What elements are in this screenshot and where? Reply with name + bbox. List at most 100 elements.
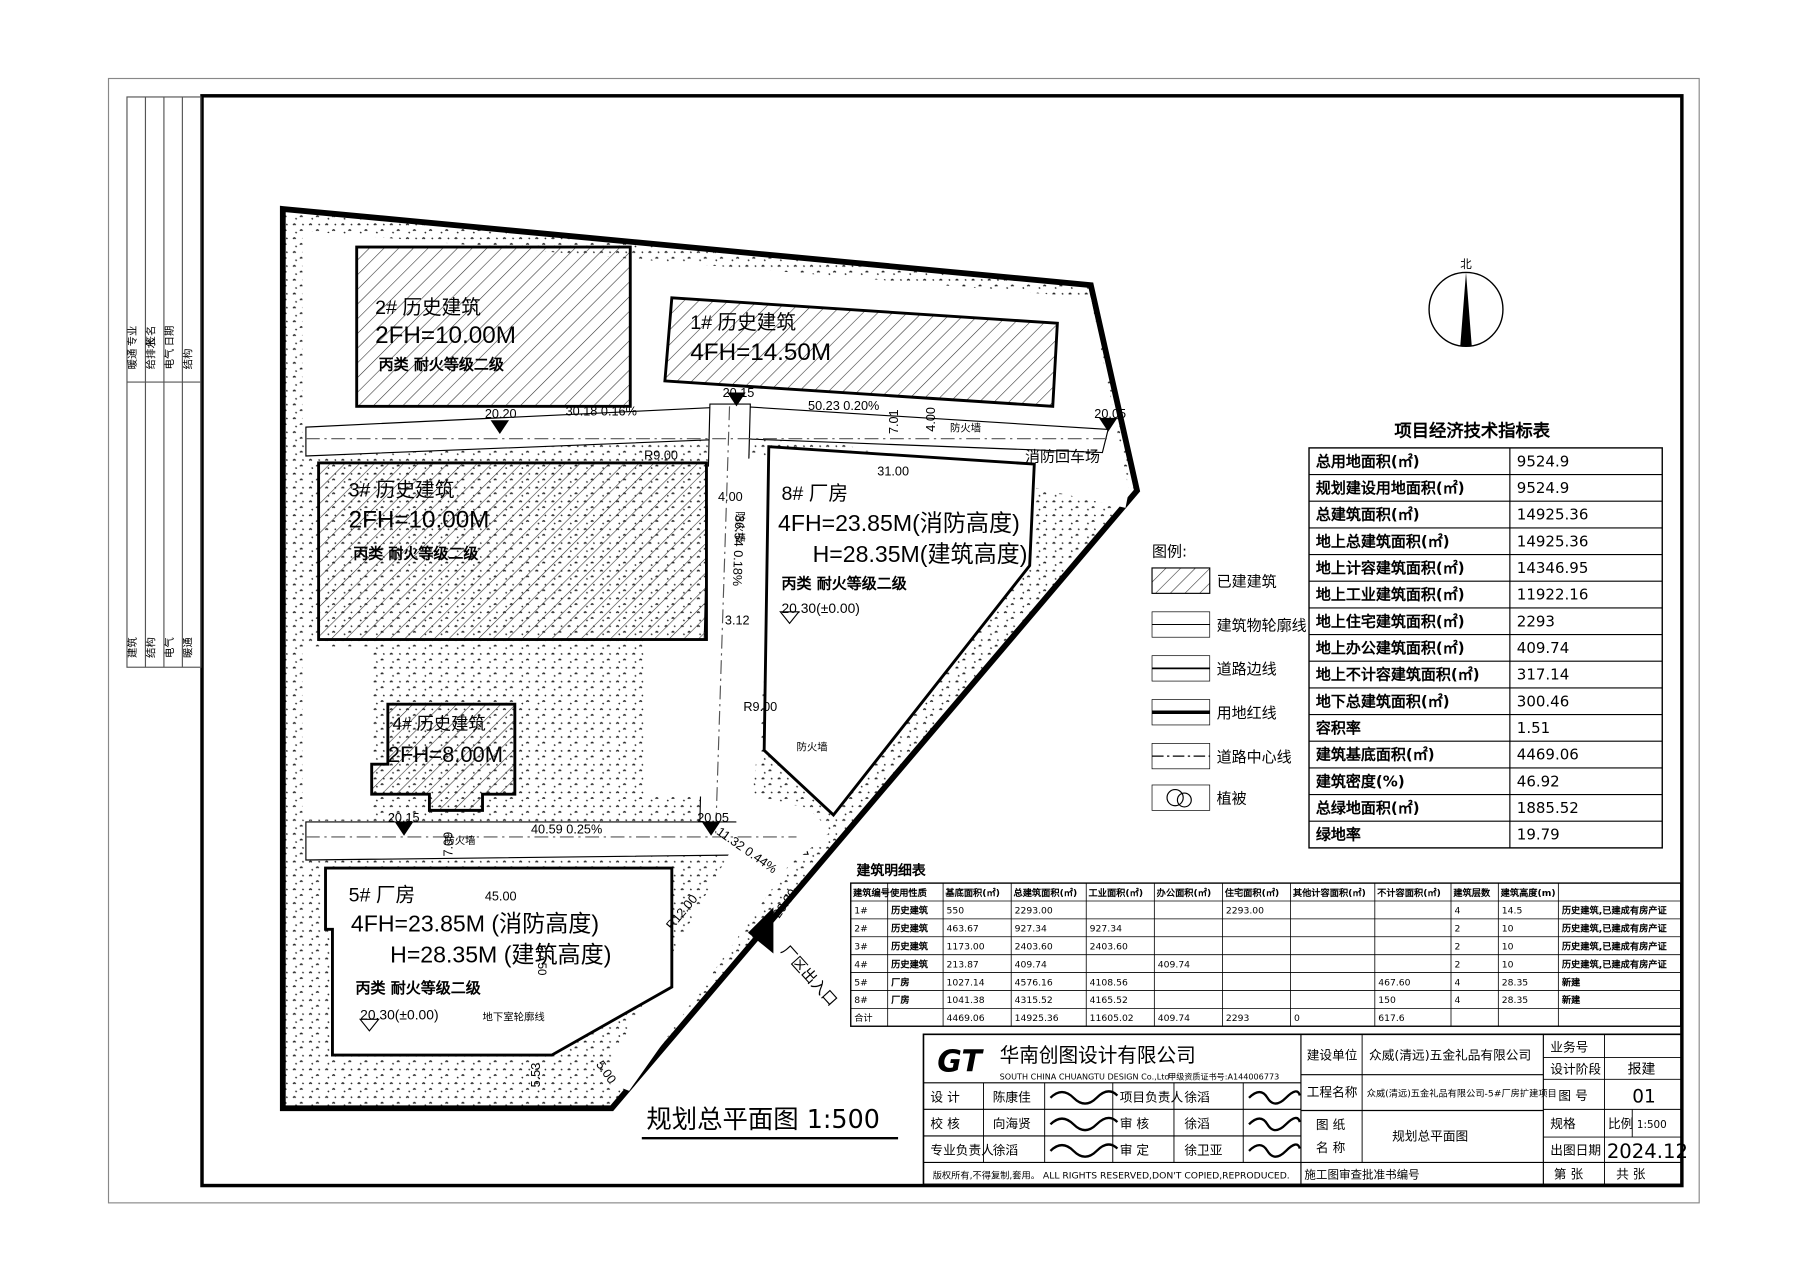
company-name-cn: 华南创图设计有限公司 — [1000, 1044, 1196, 1067]
strip-discipline-label: 电气 — [163, 637, 176, 658]
legend-item-label: 植被 — [1217, 789, 1247, 807]
details-cell: 新建 — [1562, 994, 1581, 1006]
building-5-elevation: 20.30(±0.00) — [360, 1006, 438, 1022]
drawing-number: 01 — [1632, 1086, 1655, 1107]
strip-discipline-label: 结构 — [145, 637, 158, 658]
indicator-label: 地下总建筑面积(㎡) — [1316, 692, 1450, 710]
strip-labels-top: 暖通给排水电气结构 — [126, 338, 194, 370]
strip-discipline-label: 电气 — [163, 349, 176, 370]
building-8-height: H=28.35M(建筑高度) — [813, 541, 1028, 567]
indicator-value: 46.92 — [1517, 772, 1560, 790]
strip-label-a: 专业 — [126, 326, 139, 347]
indicator-label: 总建筑面积(㎡) — [1316, 506, 1420, 524]
signature-icon — [1248, 1090, 1301, 1105]
company-logo-icon: GT — [937, 1044, 984, 1079]
signature-icon — [1248, 1116, 1301, 1132]
site-entrance-label: 厂区出入口 — [777, 942, 841, 1010]
details-cell: 409.74 — [1015, 959, 1047, 970]
issue-date: 2024.12 — [1607, 1140, 1688, 1163]
indicator-value: 11922.16 — [1517, 586, 1589, 604]
indicator-value: 1885.52 — [1517, 799, 1579, 817]
indicator-value: 317.14 — [1517, 666, 1569, 684]
building-3: 3# 历史建筑 2FH=10.00M 丙类 耐火等级二级 — [317, 461, 708, 641]
details-cell: 历史建筑,已建成有房产证 — [1562, 958, 1668, 970]
dim-label: 45.00 — [485, 889, 517, 903]
indicator-label: 容积率 — [1315, 719, 1361, 737]
details-cell: 409.74 — [1158, 1013, 1190, 1024]
signature-icon — [1049, 1090, 1119, 1105]
project-name: 众威(清远)五金礼品有限公司-5#厂房扩建项目 — [1367, 1088, 1557, 1100]
details-cell: 厂房 — [891, 994, 909, 1006]
details-header-cell: 住宅面积(㎡) — [1225, 887, 1280, 899]
details-cell: 4165.52 — [1090, 995, 1128, 1006]
details-cell: 4 — [1454, 977, 1460, 988]
indicator-label: 规划建设用地面积(㎡) — [1316, 479, 1465, 497]
indicator-row: 规划建设用地面积(㎡)9524.9 — [1316, 479, 1569, 497]
signature-icon — [1248, 1143, 1301, 1158]
indicator-row: 地上不计容建筑面积(㎡) 317.14 — [1316, 666, 1569, 684]
spec-label: 规格 — [1550, 1116, 1576, 1131]
indicator-row: 地上办公建筑面积(㎡)409.74 — [1316, 639, 1569, 657]
details-cell: 1# — [854, 906, 868, 917]
details-cell: 合计 — [854, 1012, 872, 1024]
indicator-row: 总用地面积(㎡)9524.9 — [1316, 452, 1569, 470]
details-cell: 150 — [1378, 995, 1396, 1006]
signoff-name: 徐滔 — [1184, 1116, 1209, 1131]
details-table: 建筑明细表 建筑编号使用性质基底面积(㎡)总建筑面积(㎡)工业面积(㎡)办公面积… — [850, 862, 1682, 1027]
radius-label: R9.00 — [644, 448, 678, 462]
details-cell: 409.74 — [1158, 959, 1190, 970]
indicator-row: 地上住宅建筑面积(㎡)2293 — [1316, 612, 1555, 630]
details-cell: 厂房 — [891, 976, 909, 988]
indicator-value: 409.74 — [1517, 639, 1569, 657]
building-5-height: H=28.35M (建筑高度) — [390, 942, 611, 968]
building-4-height: 2FH=8.00M — [388, 742, 503, 767]
drawing-name: 规划总平面图 — [1392, 1129, 1468, 1144]
building-2-height: 2FH=10.00M — [375, 322, 516, 349]
building-8-class: 丙类 耐火等级二级 — [781, 575, 907, 593]
north-arrow-icon: 北 — [1428, 257, 1504, 348]
drawing-name-label: 图 纸 — [1316, 1117, 1346, 1132]
signoff-row: 设 计陈康佳项目负责人徐滔 — [930, 1089, 1301, 1105]
signoff-row: 校 核向海贤审 核徐滔 — [930, 1116, 1301, 1132]
details-header-cell: 建筑高度(m) — [1500, 887, 1556, 899]
details-cell: 11605.02 — [1090, 1013, 1134, 1024]
building-8: 8# 厂房 4FH=23.85M(消防高度) H=28.35M(建筑高度) 丙类… — [762, 445, 1036, 818]
indicator-row: 总绿地面积(㎡)1885.52 — [1316, 799, 1579, 817]
details-cell: 4 — [1454, 906, 1460, 917]
details-header-cell: 不计容面积(㎡) — [1377, 887, 1441, 899]
legend-item-label: 道路中心线 — [1217, 748, 1292, 766]
sheet-number-label: 第 张 — [1554, 1167, 1584, 1182]
indicator-label: 地上不计容建筑面积(㎡) — [1316, 666, 1480, 684]
details-cell: 4469.06 — [947, 1013, 985, 1024]
building-5: 5# 厂房 4FH=23.85M (消防高度) H=28.35M (建筑高度) … — [324, 866, 674, 1057]
indicators-title: 项目经济技术指标表 — [1394, 420, 1550, 441]
signoff-role: 审 定 — [1120, 1142, 1150, 1157]
slope-label: 40.59 0.25% — [531, 822, 602, 836]
building-8-label: 8# 厂房 — [781, 483, 847, 505]
details-cell: 历史建筑,已建成有房产证 — [1562, 905, 1668, 917]
strip-discipline-label: 暖通 — [126, 348, 139, 369]
copyright-text: 版权所有,不得复制,套用。 ALL RIGHTS RESERVED,DON'T … — [933, 1170, 1290, 1182]
slope-label: 30.18 0.16% — [566, 405, 637, 419]
details-cell: 1173.00 — [947, 941, 985, 952]
scale-label: 比例 — [1608, 1116, 1633, 1131]
details-cell: 927.34 — [1090, 924, 1122, 935]
elevation-label: 20.05 — [1094, 407, 1126, 421]
details-cell: 新建 — [1562, 976, 1581, 988]
firewall-label: 防火墙 — [444, 834, 475, 847]
indicator-label: 建筑基底面积(㎡) — [1316, 746, 1435, 764]
slope-label: 36.54 0.18% — [730, 515, 746, 587]
legend-item-label: 已建建筑 — [1217, 572, 1277, 590]
details-cell: 927.34 — [1015, 924, 1047, 935]
building-4-label: 4# 历史建筑 — [392, 714, 485, 734]
details-cell: 10 — [1502, 924, 1514, 935]
signoff-row: 专业负责人徐滔审 定徐卫亚 — [930, 1142, 1301, 1158]
client-name: 众威(清远)五金礼品有限公司 — [1369, 1048, 1531, 1063]
